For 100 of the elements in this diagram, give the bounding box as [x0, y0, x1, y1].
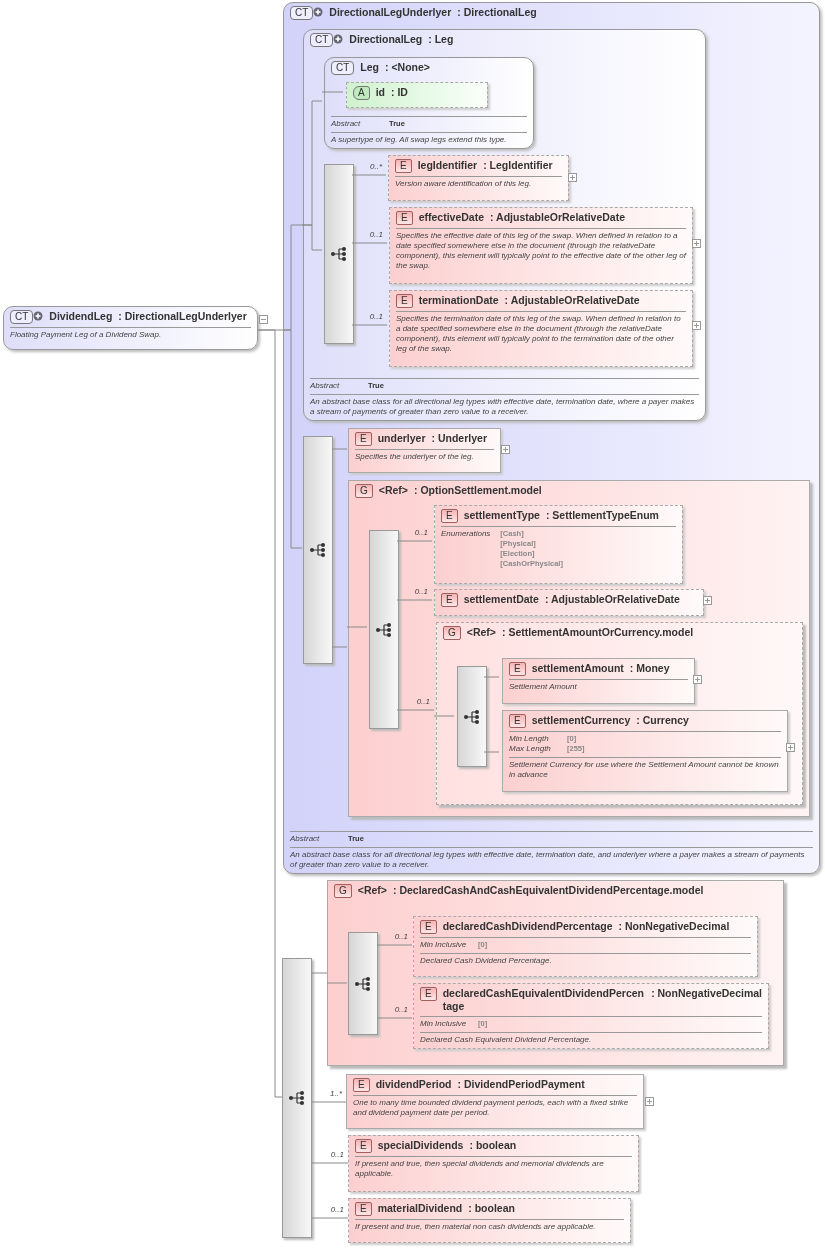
cardinality-label: 0..1 — [330, 1205, 344, 1215]
complex-type-box — [3, 306, 258, 350]
type-name: : Currency — [636, 714, 689, 727]
type-name: : <None> — [385, 61, 430, 74]
type-name: : Money — [629, 662, 670, 675]
component-name: legIdentifier — [417, 159, 478, 172]
facet-label: Abstract — [290, 834, 321, 844]
element-box — [434, 505, 683, 584]
cardinality-label: 0..1 — [369, 230, 383, 240]
type-badge: CT — [331, 61, 355, 75]
component-name: specialDividends — [377, 1139, 464, 1152]
sequence-bar — [282, 958, 312, 1238]
description-text: Declared Cash Dividend Percentage. — [420, 956, 553, 966]
component-name: declaredCashEquivalentDividendPercentage — [442, 987, 645, 1013]
type-badge: E — [420, 920, 437, 934]
element-box — [348, 428, 501, 473]
connector-line — [396, 709, 435, 711]
facet-label: Max Length — [509, 744, 552, 754]
connector-line — [376, 944, 413, 946]
type-badge: A — [353, 86, 370, 100]
type-name: : DividendPeriodPayment — [457, 1078, 585, 1091]
component-name: Leg — [360, 61, 379, 74]
description-text: An abstract base class for all directional leg types with effective date, termination date, where a payer makes a stream of payments of greater than zero value to a receiver. — [310, 397, 696, 417]
component-name: declaredCashDividendPercentage — [442, 920, 613, 933]
description-text: A supertype of leg. All swap legs extend this type. — [331, 135, 508, 145]
component-name: underlyer — [377, 432, 426, 445]
type-name: : AdjustableOrRelativeDate — [544, 593, 680, 606]
element-box — [434, 589, 704, 616]
element-box — [346, 1074, 644, 1129]
type-badge: E — [396, 294, 413, 308]
description-text: Declared Cash Equivalent Dividend Percentage. — [420, 1035, 593, 1045]
type-badge: E — [353, 1078, 370, 1092]
description-text: Specifies the effective date of this leg of the swap. When defined in relation to a date specified somewhere else in the document (through the relativeDate component), this element will typically point to the effective date of the other leg of the swap. — [396, 231, 686, 271]
component-name: DividendLeg — [49, 310, 113, 323]
connector-line — [301, 224, 323, 251]
description-text: Specifies the termination date of this leg of the swap. When defined in relation to a date specified somewhere else in the document (through the relativeDate component), this element will typically point to the termination date of the other leg of the swap. — [396, 314, 682, 354]
type-name: : ID — [391, 86, 408, 99]
type-badge: E — [509, 662, 526, 676]
connector-line — [346, 626, 368, 628]
connector-line — [311, 972, 328, 974]
component-name: settlementDate — [463, 593, 539, 606]
type-name: : boolean — [468, 1202, 515, 1215]
cardinality-label: 0..1 — [414, 587, 428, 597]
type-name: : OptionSettlement.model — [413, 484, 542, 497]
connector-line — [321, 91, 344, 93]
component-name: settlementType — [463, 509, 540, 522]
connector-line — [351, 324, 388, 326]
type-name: : boolean — [469, 1139, 517, 1152]
sequence-bar — [369, 530, 399, 729]
type-name: : AdjustableOrRelativeDate — [504, 294, 640, 307]
description-text: If present and true, then special dividends and memorial dividends are applicable. — [355, 1159, 605, 1179]
type-name: : DeclaredCashAndCashEquivalentDividendPercentage.model — [392, 884, 704, 897]
description-text: Specifies the underlyer of the leg. — [355, 452, 475, 462]
cardinality-label: 0..1 — [369, 312, 383, 322]
type-name: : Leg — [428, 33, 454, 46]
element-box — [389, 207, 693, 284]
type-badge: E — [396, 211, 413, 225]
description-text: Version aware identification of this leg. — [395, 179, 533, 189]
description-text: Settlement Amount — [509, 682, 578, 692]
cardinality-label: 0..1 — [394, 1005, 408, 1015]
element-box — [413, 916, 758, 977]
type-name: : LegIdentifier — [483, 159, 553, 172]
facet-label: Abstract — [310, 381, 341, 391]
cardinality-label: 1..* — [330, 1089, 342, 1099]
description-text: Floating Payment Leg of a Dividend Swap. — [10, 330, 163, 340]
cardinality-label: 0..1 — [394, 932, 408, 942]
component-name: <Ref> — [378, 484, 408, 497]
component-name: <Ref> — [357, 884, 387, 897]
component-name: id — [375, 86, 385, 99]
description-text: One to many time bounded dividend payment periods, each with a fixed strike and dividend payment date per period. — [353, 1098, 630, 1118]
connector-line — [376, 1017, 413, 1019]
type-name: : NonNegativeDecimal — [651, 987, 762, 1000]
connector-line — [331, 448, 348, 450]
type-badge: E — [420, 987, 437, 1001]
connector-line — [483, 751, 500, 753]
group-box — [327, 880, 784, 1066]
element-box — [388, 155, 569, 201]
facet-label: Abstract — [331, 119, 362, 129]
type-name: : SettlementTypeEnum — [545, 509, 659, 522]
type-badge: CT — [310, 33, 334, 47]
type-badge: E — [355, 432, 372, 446]
type-badge: G — [443, 626, 461, 640]
type-badge: G — [355, 484, 373, 498]
element-box — [502, 658, 695, 704]
component-name: settlementAmount — [531, 662, 624, 675]
facet-label: Min Length — [509, 734, 550, 744]
type-badge: G — [334, 884, 352, 898]
connector-line — [311, 1217, 349, 1219]
complex-type-box — [283, 2, 820, 874]
type-badge: E — [355, 1202, 372, 1216]
group-box — [436, 622, 803, 805]
connector-line — [326, 982, 348, 984]
connector-line — [396, 599, 433, 601]
group-box — [348, 480, 810, 817]
element-box — [348, 1198, 631, 1243]
connector-line — [396, 540, 433, 542]
connector-line — [257, 329, 283, 1098]
type-name: : AdjustableOrRelativeDate — [490, 211, 626, 224]
type-name: : Underlyer — [431, 432, 487, 445]
connector-line — [311, 1101, 347, 1103]
